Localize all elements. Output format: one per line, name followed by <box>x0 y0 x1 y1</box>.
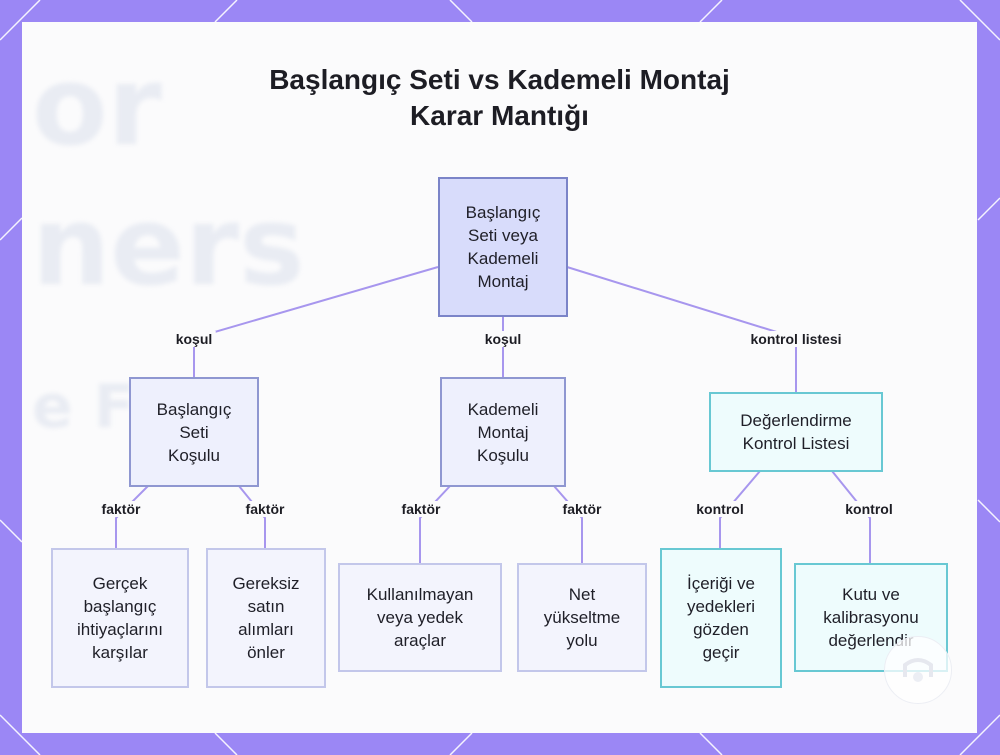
node-leaf-review-contents: İçeriği ve yedekleri gözden geçir <box>660 548 782 688</box>
node-checklist-line-2: Kontrol Listesi <box>740 432 852 455</box>
edge-root-checklist <box>567 267 796 392</box>
leaf1-line-4: karşılar <box>77 641 163 664</box>
leaf4-line-3: yolu <box>544 629 621 652</box>
edge-label-root-starter: koşul <box>173 331 216 347</box>
leaf5-line-1: İçeriği ve <box>687 572 755 595</box>
diagram-card: or ners e F Başlangıç Seti vs Kademeli M… <box>22 22 977 733</box>
leaf3-line-2: veya yedek <box>367 606 474 629</box>
node-incremental-line-2: Montaj <box>468 421 539 444</box>
node-root: Başlangıç Seti veya Kademeli Montaj <box>438 177 568 317</box>
edge-incremental-leaf3 <box>420 486 450 564</box>
node-leaf-prevents-purchases: Gereksiz satın alımları önler <box>206 548 326 688</box>
edge-label-starter-leaf1: faktör <box>99 501 144 517</box>
node-leaf-real-needs: Gerçek başlangıç ihtiyaçlarını karşılar <box>51 548 189 688</box>
edge-label-checklist-leaf6: kontrol <box>842 501 895 517</box>
edge-root-starter <box>194 267 438 378</box>
node-checklist-line-1: Değerlendirme <box>740 409 852 432</box>
leaf2-line-2: satın <box>232 595 299 618</box>
edge-label-root-incremental: koşul <box>482 331 525 347</box>
leaf2-line-3: alımları <box>232 618 299 641</box>
leaf1-line-2: başlangıç <box>77 595 163 618</box>
leaf4-line-1: Net <box>544 583 621 606</box>
node-starter-condition: Başlangıç Seti Koşulu <box>129 377 259 487</box>
edge-incremental-leaf4 <box>554 486 582 564</box>
node-starter-line-1: Başlangıç <box>157 398 232 421</box>
edge-label-incremental-leaf4: faktör <box>560 501 605 517</box>
node-root-line-3: Kademeli <box>466 247 541 270</box>
leaf5-line-2: yedekleri <box>687 595 755 618</box>
leaf6-line-2: kalibrasyonu <box>823 606 918 629</box>
leaf6-line-1: Kutu ve <box>823 583 918 606</box>
node-leaf-unused-tools: Kullanılmayan veya yedek araçlar <box>338 563 502 672</box>
node-incremental-line-1: Kademeli <box>468 398 539 421</box>
node-evaluation-checklist: Değerlendirme Kontrol Listesi <box>709 392 883 472</box>
edge-label-starter-leaf2: faktör <box>243 501 288 517</box>
leaf5-line-4: geçir <box>687 641 755 664</box>
edge-label-root-checklist: kontrol listesi <box>747 331 844 347</box>
node-leaf-upgrade-path: Net yükseltme yolu <box>517 563 647 672</box>
edge-starter-leaf2 <box>239 486 265 549</box>
leaf1-line-3: ihtiyaçlarını <box>77 618 163 641</box>
edge-label-incremental-leaf3: faktör <box>399 501 444 517</box>
leaf1-line-1: Gerçek <box>77 572 163 595</box>
node-starter-line-2: Seti <box>157 421 232 444</box>
edge-checklist-leaf6 <box>832 471 870 564</box>
leaf2-line-1: Gereksiz <box>232 572 299 595</box>
edge-label-checklist-leaf5: kontrol <box>693 501 746 517</box>
leaf3-line-3: araçlar <box>367 629 474 652</box>
node-starter-line-3: Koşulu <box>157 444 232 467</box>
node-incremental-condition: Kademeli Montaj Koşulu <box>440 377 566 487</box>
leaf3-line-1: Kullanılmayan <box>367 583 474 606</box>
node-root-line-2: Seti veya <box>466 224 541 247</box>
edge-starter-leaf1 <box>116 486 148 549</box>
node-root-line-4: Montaj <box>466 270 541 293</box>
node-incremental-line-3: Koşulu <box>468 444 539 467</box>
leaf5-line-3: gözden <box>687 618 755 641</box>
leaf4-line-2: yükseltme <box>544 606 621 629</box>
leaf2-line-4: önler <box>232 641 299 664</box>
node-root-line-1: Başlangıç <box>466 201 541 224</box>
brand-logo-icon <box>884 636 952 704</box>
